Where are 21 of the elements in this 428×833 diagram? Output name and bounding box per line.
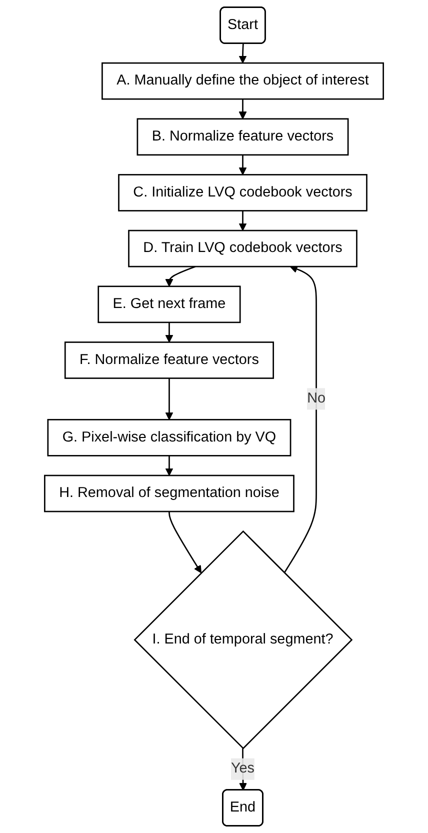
node-box: F. Normalize feature vectors <box>64 342 274 379</box>
arrow <box>165 456 174 476</box>
arrow <box>165 322 174 343</box>
arrow <box>238 154 247 176</box>
arrow <box>238 99 247 120</box>
node-box: D. Train LVQ codebook vectors <box>128 230 358 268</box>
node-box: C. Initialize LVQ codebook vectors <box>118 174 368 212</box>
node-box: H. Removal of segmentation noise <box>44 474 294 512</box>
node-box: G. Pixel-wise classification by VQ <box>47 418 292 456</box>
arrow <box>168 512 202 574</box>
node-box: B. Normalize feature vectors <box>136 118 349 156</box>
arrow <box>238 210 247 231</box>
node-box: A. Manually define the object of interest <box>102 62 384 100</box>
arrow <box>165 378 174 420</box>
arrow <box>165 266 196 287</box>
node-diamond: I. End of temporal segment? <box>134 530 353 750</box>
arrow <box>284 265 317 574</box>
node-box: E. Get next frame <box>98 286 241 324</box>
edge-label: No <box>307 390 326 406</box>
arrow <box>238 44 247 64</box>
edge-label: Yes <box>230 760 255 776</box>
